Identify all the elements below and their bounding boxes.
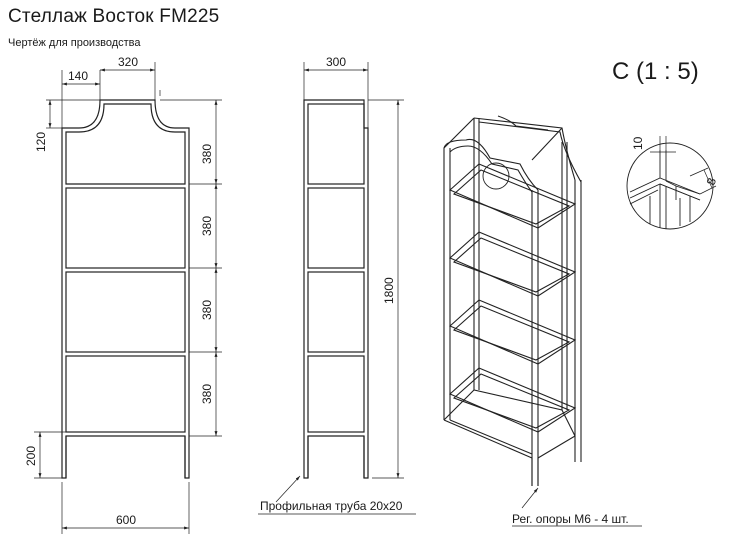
front-shelf-opening-3 xyxy=(65,271,186,353)
dim-legs: 200 xyxy=(24,446,38,466)
iso-leader-lines xyxy=(512,487,642,527)
detail-dimension-lines xyxy=(650,136,717,195)
side-view xyxy=(303,99,369,479)
front-dimension-lines xyxy=(34,62,222,534)
side-outline xyxy=(303,99,369,479)
dim-section-4: 380 xyxy=(200,384,214,404)
iso-shelves xyxy=(448,163,577,433)
detail-scale-label: C (1 : 5) xyxy=(612,58,699,85)
side-shelf-opening-1 xyxy=(307,103,365,185)
dim-detail-tube-a: 10 xyxy=(631,136,645,150)
drawing-title: Стеллаж Восток FM225 xyxy=(8,6,220,27)
dim-arc-width: 140 xyxy=(68,69,88,83)
front-shelf-opening-4 xyxy=(65,355,186,433)
front-outline xyxy=(61,99,190,479)
dim-section-1: 380 xyxy=(200,144,214,164)
dim-section-3: 380 xyxy=(200,300,214,320)
dim-depth: 300 xyxy=(326,55,346,69)
drawing-subtitle: Чертёж для производства xyxy=(8,37,141,49)
dim-top-width: 320 xyxy=(118,55,138,69)
side-dimension-lines xyxy=(258,62,416,515)
note-supports: Рег. опоры М6 - 4 шт. xyxy=(512,512,629,526)
detail-c xyxy=(626,142,714,230)
front-view xyxy=(61,99,190,479)
side-shelf-opening-2 xyxy=(307,187,365,269)
front-shelf-opening-2 xyxy=(65,187,186,269)
detail-circle xyxy=(626,142,714,230)
side-shelf-opening-3 xyxy=(307,271,365,353)
front-inner-top xyxy=(65,103,186,185)
dim-total-width: 600 xyxy=(116,513,136,527)
isometric-view xyxy=(443,115,582,486)
dim-arc-height: 120 xyxy=(34,132,48,152)
dim-section-2: 380 xyxy=(200,216,214,236)
side-shelf-opening-4 xyxy=(307,355,365,433)
note-profile: Профильная труба 20x20 xyxy=(260,499,403,513)
dim-total-height: 1800 xyxy=(382,277,396,304)
dim-detail-tube-b: 8 xyxy=(704,176,720,187)
